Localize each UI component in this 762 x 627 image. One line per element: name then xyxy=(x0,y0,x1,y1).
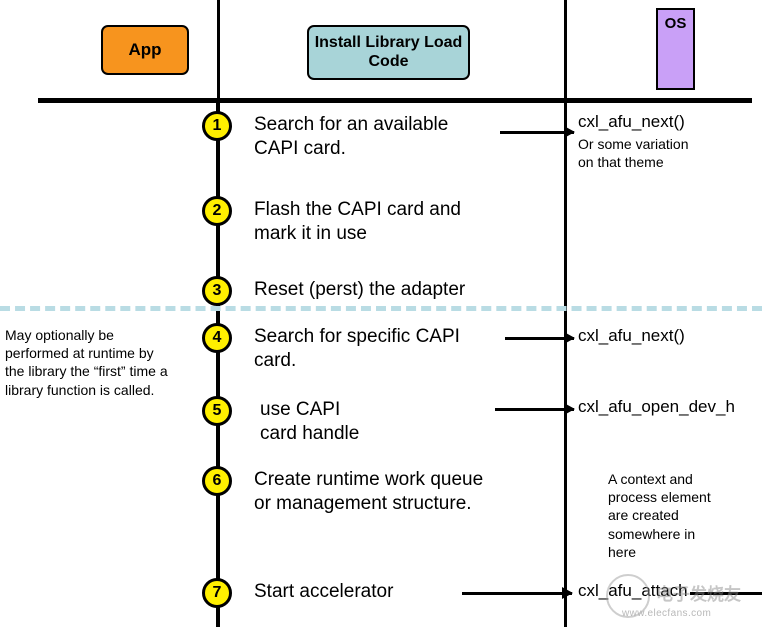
os-call-label-7: cxl_afu_attach xyxy=(578,581,688,600)
watermark-url: www.elecfans.com xyxy=(622,608,712,619)
step-number-6: 6 xyxy=(212,472,222,489)
step-bullet-4: 4 xyxy=(202,323,232,353)
arrow-step-5-to-os xyxy=(495,403,575,415)
header-separator-bar xyxy=(38,98,752,103)
step-number-4: 4 xyxy=(212,329,222,346)
step-label-7: Start accelerator xyxy=(254,581,394,602)
step-label-6: Create runtime work queue or management … xyxy=(254,469,484,514)
note-os-variation: Or some variation on that theme xyxy=(578,136,689,171)
step-label-4: Search for specific CAPI card. xyxy=(254,326,460,371)
step-number-3: 3 xyxy=(212,282,222,299)
phase-divider-dashed xyxy=(0,306,762,311)
note-os-context: A context and process element are create… xyxy=(608,471,711,560)
actor-library: Install Library Load Code xyxy=(307,25,470,80)
step-bullet-7: 7 xyxy=(202,578,232,608)
actor-os: OS xyxy=(656,8,695,90)
arrow-step-4-to-os xyxy=(505,332,575,344)
actor-library-label: Install Library Load Code xyxy=(314,34,463,70)
arrow-step-1-to-os xyxy=(500,126,575,138)
step-bullet-5: 5 xyxy=(202,396,232,426)
actor-os-label: OS xyxy=(664,15,687,32)
os-call-label-5: cxl_afu_open_dev_h xyxy=(578,397,735,416)
step-number-2: 2 xyxy=(212,202,222,219)
step-number-5: 5 xyxy=(212,402,222,419)
step-label-5: use CAPI card handle xyxy=(260,399,360,444)
step-bullet-6: 6 xyxy=(202,466,232,496)
lane-separator-right xyxy=(564,0,567,627)
step-number-1: 1 xyxy=(212,117,222,134)
actor-app: App xyxy=(101,25,189,75)
step-bullet-2: 2 xyxy=(202,196,232,226)
step-label-3: Reset (perst) the adapter xyxy=(254,279,466,300)
arrow-step-7-to-os xyxy=(462,587,573,599)
arrow-step-7-continuation xyxy=(690,592,762,595)
actor-app-label: App xyxy=(128,40,162,60)
library-lifeline xyxy=(216,100,220,627)
note-runtime-optional: May optionally be performed at runtime b… xyxy=(5,327,168,398)
step-bullet-3: 3 xyxy=(202,276,232,306)
step-label-2: Flash the CAPI card and mark it in use xyxy=(254,199,461,244)
step-label-1: Search for an available CAPI card. xyxy=(254,114,449,159)
step-number-7: 7 xyxy=(212,584,222,601)
os-call-label-1: cxl_afu_next() xyxy=(578,112,685,131)
step-bullet-1: 1 xyxy=(202,111,232,141)
os-call-label-4: cxl_afu_next() xyxy=(578,326,685,345)
